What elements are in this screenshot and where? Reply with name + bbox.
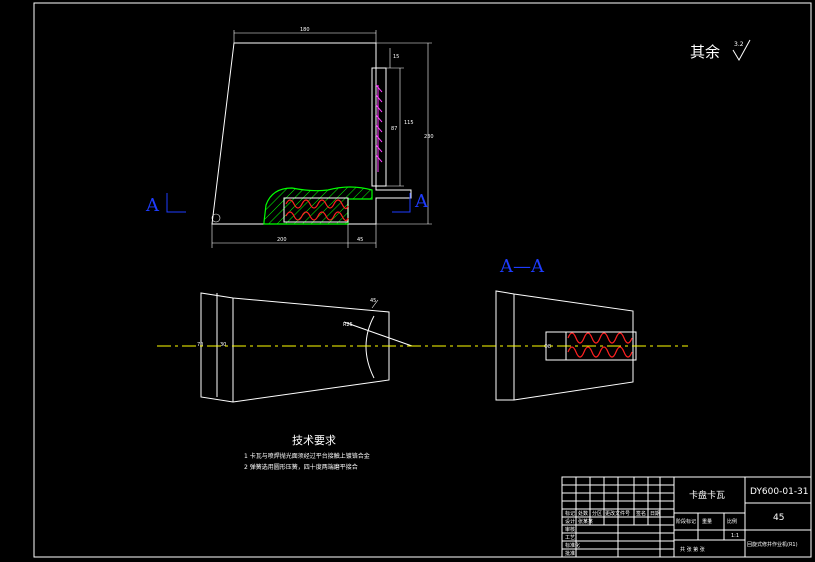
tb-row-zone: 分区 xyxy=(592,510,602,517)
dim-right-dia: Φ8 xyxy=(544,344,551,350)
title-block: 标记 处数 分区 更改文件号 签名 日期 设计 张某某 审核 工艺 标准化 批准… xyxy=(561,476,812,558)
tb-row-date: 日期 xyxy=(650,511,660,517)
spring-section xyxy=(567,332,633,358)
tech-req-item-2: 2 弹簧选用圆形压簧，四十度两端磨平接合 xyxy=(244,463,358,471)
roughness-label: 其余 xyxy=(690,43,720,61)
section-mark-right: A xyxy=(414,191,429,212)
tb-stage: 阶段标记 xyxy=(676,518,696,525)
dim-slot-total: 115 xyxy=(404,120,414,126)
tb-row-count: 处数 xyxy=(578,510,588,517)
dim-bottom-right: 45 xyxy=(357,237,363,243)
drawing-frame xyxy=(33,2,812,558)
spring-front xyxy=(285,199,349,222)
dim-slot-len: 87 xyxy=(391,126,397,132)
tb-role-review: 审核 xyxy=(565,526,575,533)
dim-angle: 45 xyxy=(370,298,376,304)
dim-slot-top: 15 xyxy=(393,54,399,60)
tech-req-item-1: 1 卡瓦与喷焊抛光面须经过平台接触上镀铬合金 xyxy=(244,452,370,460)
technical-requirements: 技术要求 1 卡瓦与喷焊抛光面须经过平台接触上镀铬合金 2 弹簧选用圆形压簧，四… xyxy=(244,434,370,471)
dim-left-h1: 70 xyxy=(197,342,203,348)
tb-material: 45 xyxy=(773,513,784,523)
dim-radius: R25 xyxy=(343,322,353,328)
tb-weight: 重量 xyxy=(702,518,712,525)
front-view: 180 15 87 115 230 200 45 A A xyxy=(145,27,434,248)
tb-row-docno: 更改文件号 xyxy=(605,510,630,517)
tb-scale: 1:1 xyxy=(731,533,739,539)
section-mark-left: A xyxy=(145,195,160,216)
tb-drawing-no: DY600-01-31 xyxy=(750,487,809,497)
roughness-symbol: 3.2 xyxy=(732,39,751,62)
tb-role-standard: 标准化 xyxy=(565,542,580,549)
section-view-title: A—A xyxy=(499,256,545,277)
roughness-value: 3.2 xyxy=(734,41,744,48)
tb-role-approve: 批准 xyxy=(565,550,575,557)
dim-top-width: 180 xyxy=(300,27,310,33)
top-view: 45 R25 70 30 xyxy=(197,292,413,403)
dim-bottom-left: 200 xyxy=(277,237,287,243)
tb-company: 回旋式修井作业机(R1) xyxy=(747,541,798,548)
tb-scale-label: 比例 xyxy=(727,518,737,525)
hatched-section xyxy=(263,186,373,225)
dim-left-h2: 30 xyxy=(220,342,226,348)
tb-role-design: 设计 xyxy=(565,518,575,525)
tb-designer: 张某某 xyxy=(578,518,593,525)
dim-height: 230 xyxy=(424,134,434,140)
tb-role-process: 工艺 xyxy=(565,535,575,541)
tb-row-sign: 签名 xyxy=(636,510,646,517)
tb-part-name: 卡盘卡瓦 xyxy=(689,489,725,501)
tb-row-mark: 标记 xyxy=(565,510,575,517)
tb-sheet-info: 共 张 第 张 xyxy=(680,546,705,553)
tech-req-title: 技术要求 xyxy=(292,434,336,447)
